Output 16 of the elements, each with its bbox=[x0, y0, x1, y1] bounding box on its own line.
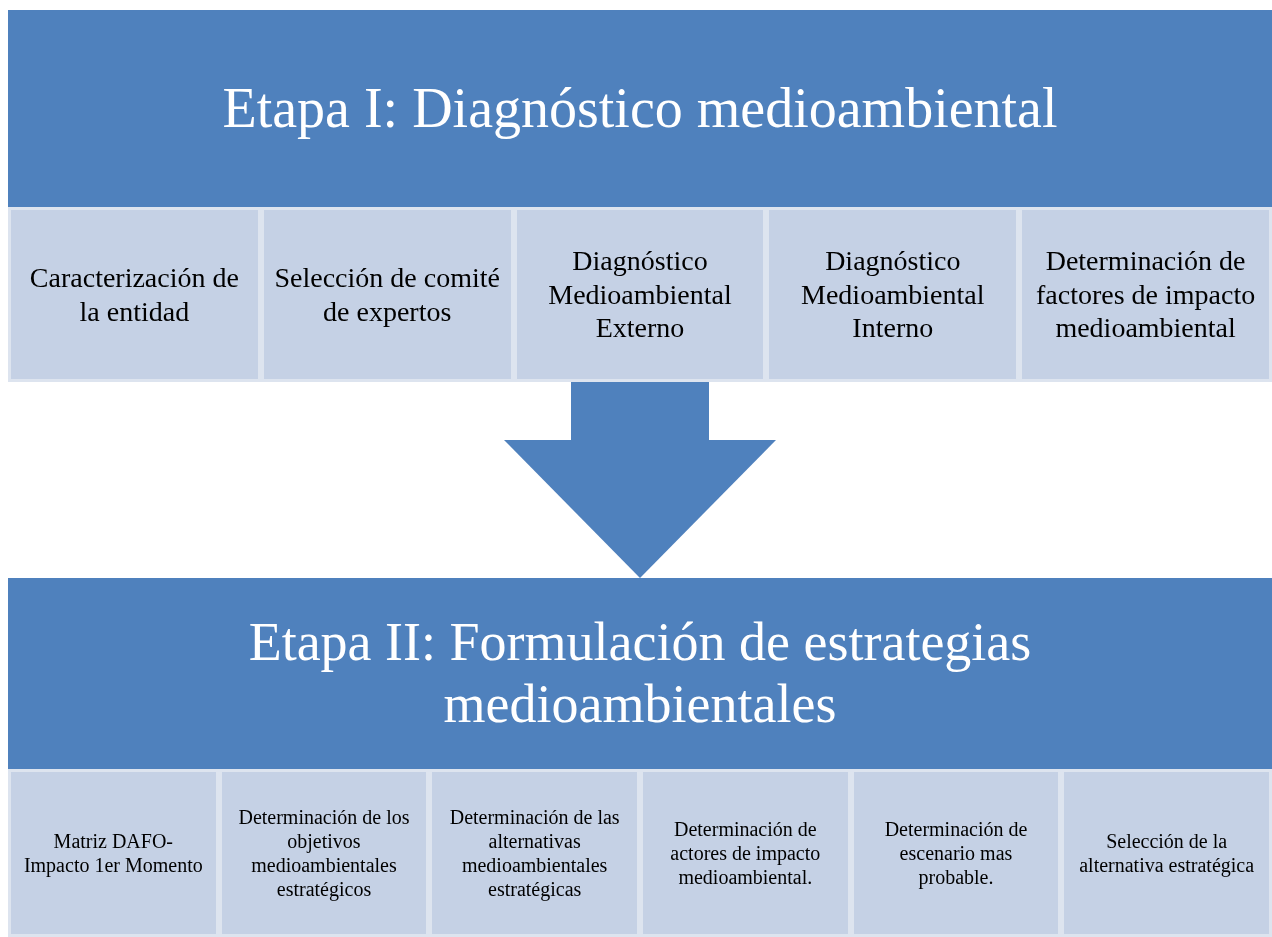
step-box: Determinación de actores de impacto medioambiental. bbox=[640, 769, 851, 937]
step-box: Selección de la alternativa estratégica bbox=[1061, 769, 1272, 937]
block-arrow bbox=[504, 382, 776, 578]
step-box: Determinación de escenario mas probable. bbox=[850, 769, 1062, 937]
stage-panel bbox=[8, 10, 1272, 382]
stage-title: Etapa I: Diagnóstico medioambiental bbox=[222, 75, 1058, 141]
step-box: Determinación de los objetivos medioambientales estratégicos bbox=[218, 769, 430, 937]
step-box: Selección de comité de expertos bbox=[260, 207, 514, 382]
step-box: Determinación de factores de impacto medioambiental bbox=[1019, 207, 1272, 382]
step-box: Diagnóstico Medioambiental Interno bbox=[766, 207, 1020, 382]
step-box: Caracterización de la entidad bbox=[8, 207, 261, 382]
stage-title: Etapa II: Formulación de estrategias medioambientales bbox=[247, 610, 1033, 736]
step-box: Matriz DAFO-Impacto 1er Momento bbox=[8, 769, 219, 937]
step-box: Diagnóstico Medioambiental Externo bbox=[513, 207, 767, 382]
step-box: Determinación de las alternativas medioambientales estratégicas bbox=[429, 769, 640, 937]
stage-panel bbox=[8, 578, 1272, 937]
